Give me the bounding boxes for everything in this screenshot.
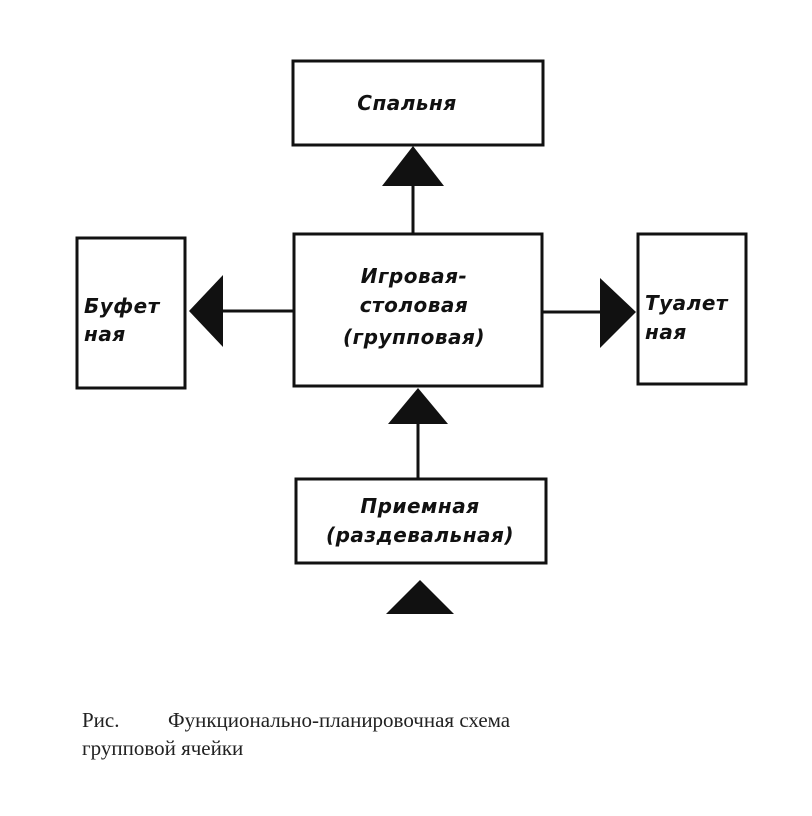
node-reception: Приемная (раздевальная) xyxy=(294,477,548,565)
node-playroom: Игровая- столовая (групповая) xyxy=(292,232,544,388)
caption-line-1: Рис. Функционально-планировочная схема xyxy=(82,706,510,734)
connector-entrance-to-reception xyxy=(386,580,454,614)
node-buffet-box xyxy=(75,236,187,390)
caption-line-2: групповой ячейки xyxy=(82,736,244,760)
node-bedroom: Спальня xyxy=(291,59,545,147)
figure-caption: Рис. Функционально-планировочная схема гр… xyxy=(82,706,510,762)
entrance-arrowhead-up-icon xyxy=(386,580,454,614)
node-playroom-label-line-2: столовая xyxy=(360,293,469,317)
connector-playroom-to-bedroom xyxy=(382,146,444,234)
node-toilet-box xyxy=(636,232,748,386)
arrowhead-up-icon xyxy=(388,388,448,424)
arrowhead-right-icon xyxy=(600,278,636,348)
node-buffet: Буфет ная xyxy=(75,236,187,390)
node-buffet-label-line-2: ная xyxy=(84,322,126,346)
node-toilet-label-line-1: Туалет xyxy=(645,291,729,315)
node-reception-label-line-2: (раздевальная) xyxy=(326,523,514,547)
node-bedroom-label: Спальня xyxy=(357,91,456,115)
connector-playroom-to-buffet xyxy=(189,275,294,347)
node-reception-label-line-1: Приемная xyxy=(360,494,479,518)
caption-prefix: Рис. xyxy=(82,708,120,732)
connector-reception-to-playroom xyxy=(388,388,448,479)
node-buffet-label-line-1: Буфет xyxy=(84,294,161,318)
node-bedroom-box xyxy=(291,59,545,147)
arrowhead-up-icon xyxy=(382,146,444,186)
node-toilet-label-line-2: ная xyxy=(645,320,687,344)
floor-plan-diagram: Спальня Буфет ная Игровая- столовая (гру… xyxy=(75,59,748,614)
node-playroom-label-line-3: (групповая) xyxy=(343,325,485,349)
connector-playroom-to-toilet xyxy=(542,278,636,348)
node-toilet: Туалет ная xyxy=(636,232,748,386)
caption-title-part-1: Функционально-планировочная схема xyxy=(168,708,511,732)
node-playroom-label-line-1: Игровая- xyxy=(361,264,468,288)
arrowhead-left-icon xyxy=(189,275,223,347)
node-reception-box xyxy=(294,477,548,565)
